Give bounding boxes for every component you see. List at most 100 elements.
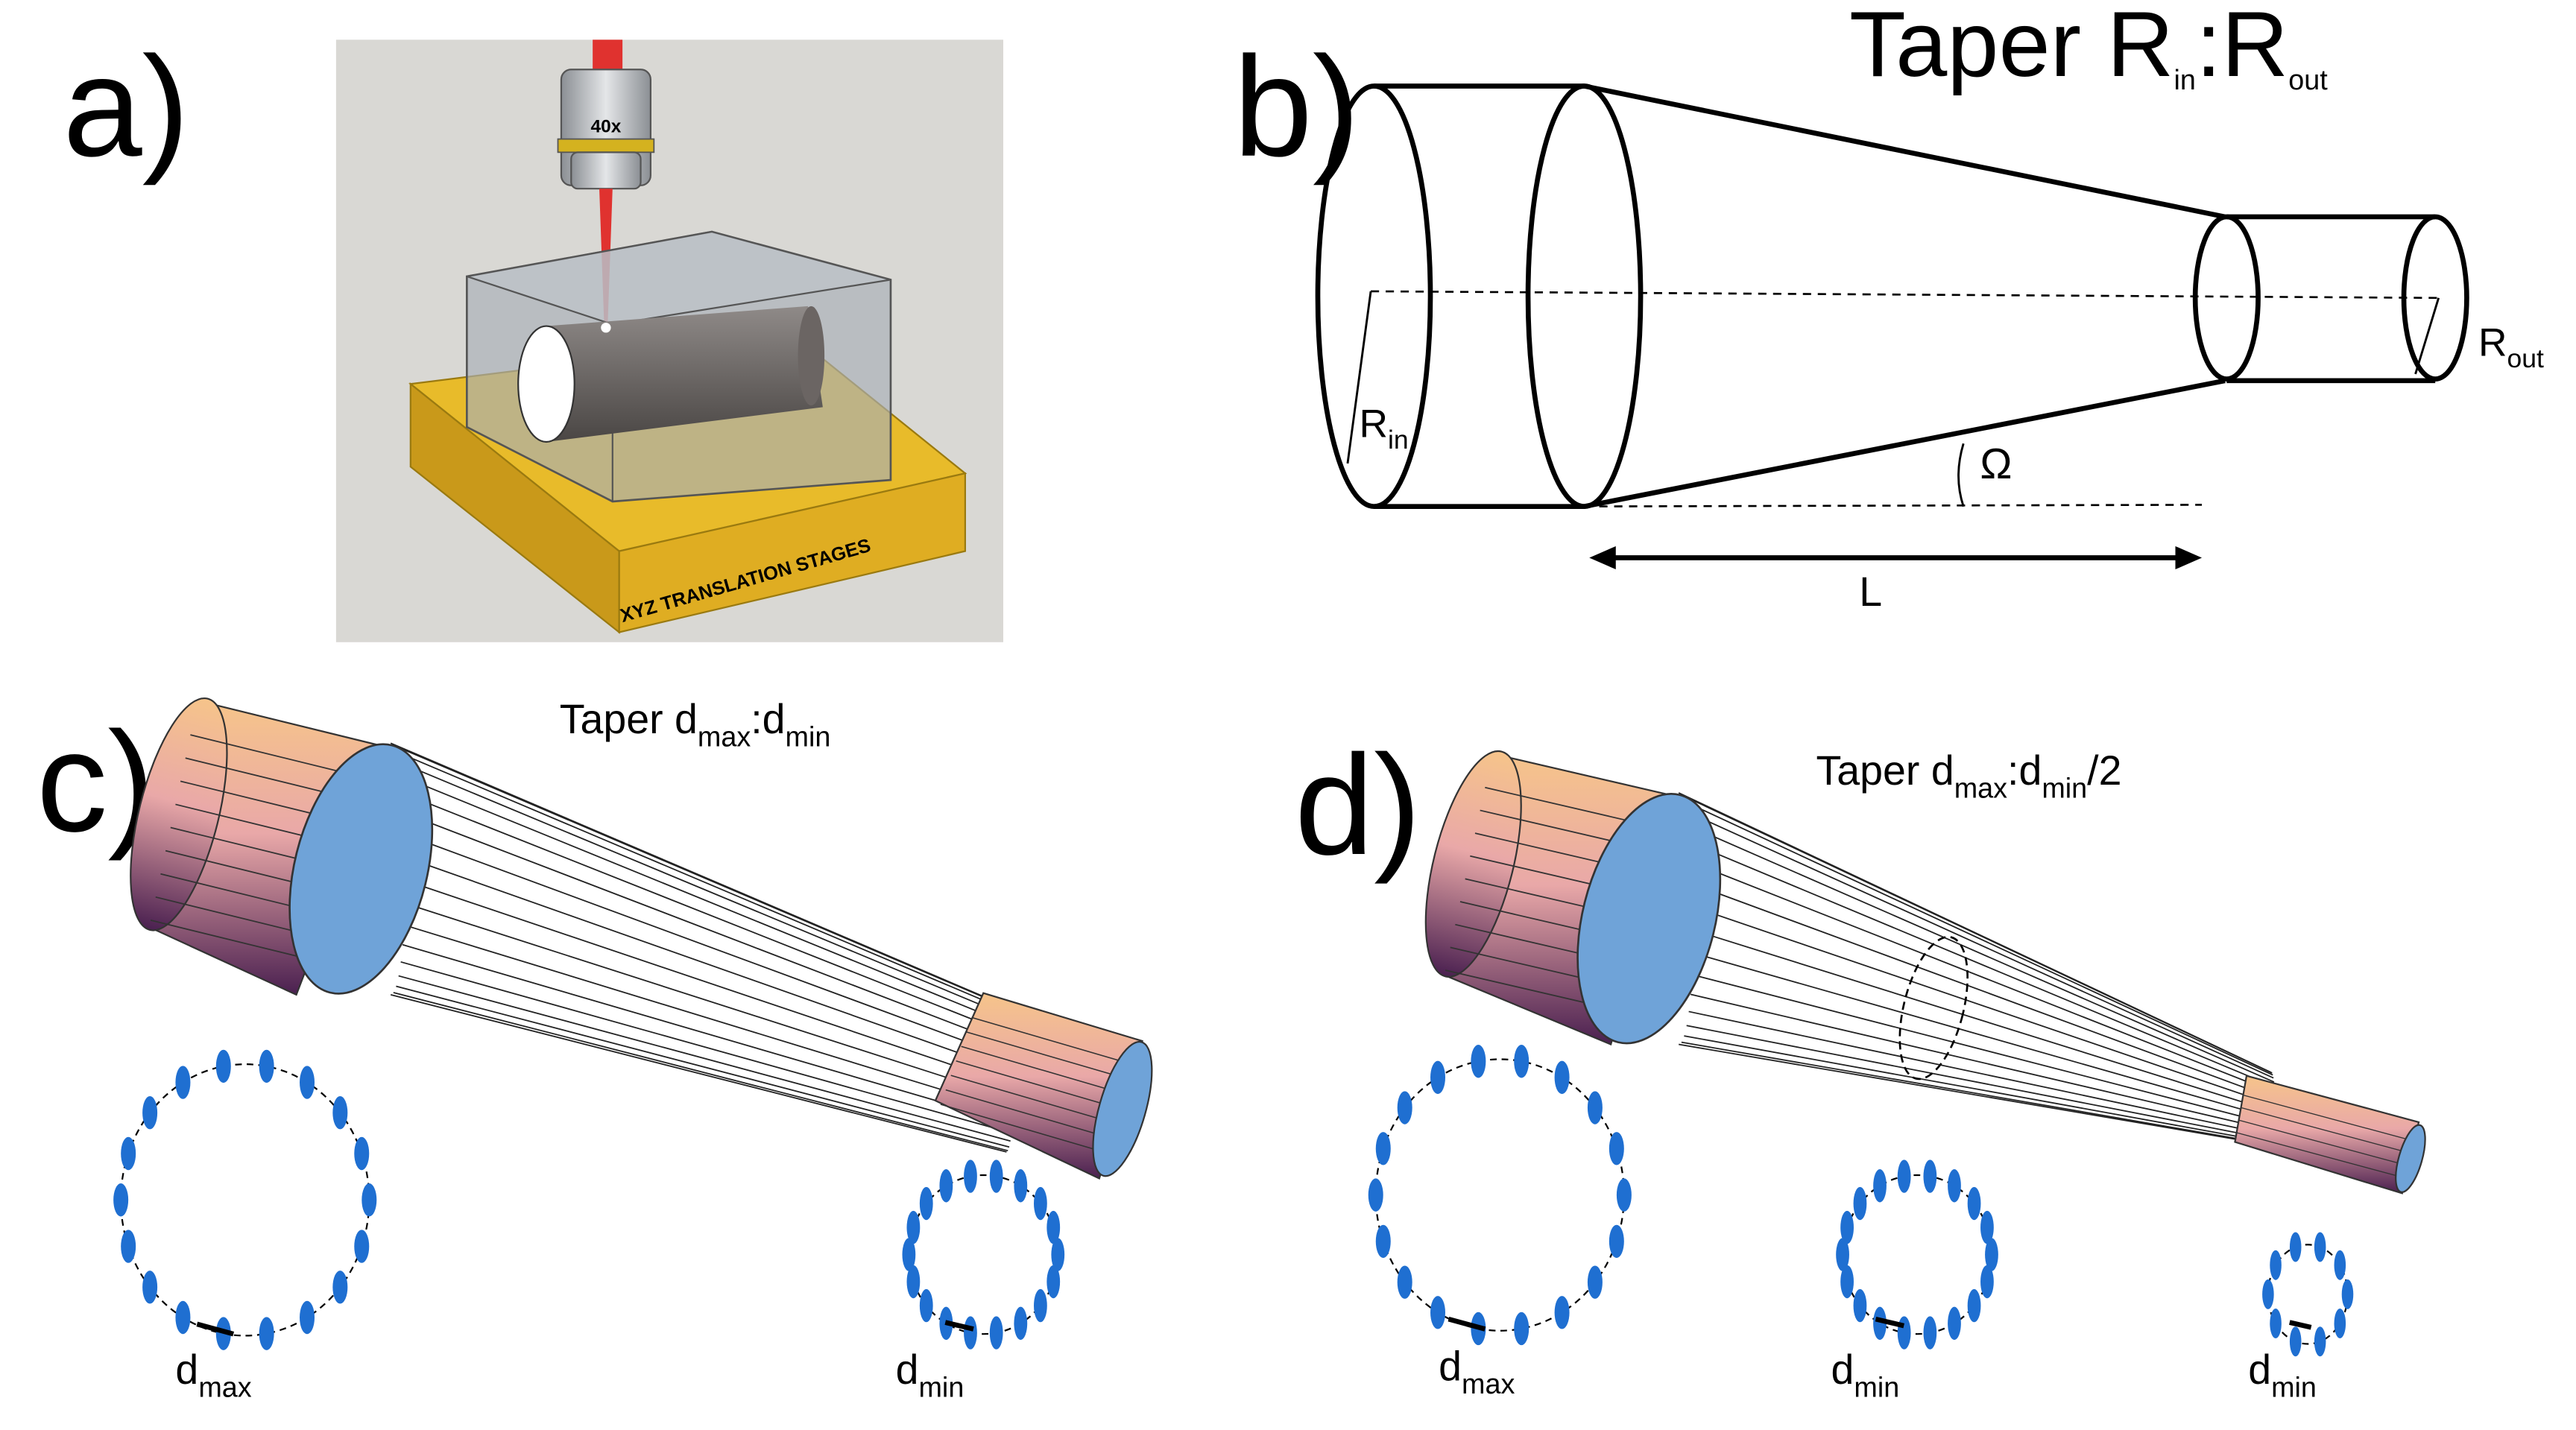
panel-b-title: Taper Rin:Rout [1849, 0, 2328, 96]
panel-b-label: b) [1234, 28, 1360, 186]
dot-ring-output-d [2262, 1232, 2354, 1357]
fiber-dot [1980, 1210, 1994, 1244]
fiber-dot [1923, 1159, 1937, 1193]
fiber-dot [1554, 1060, 1570, 1095]
fiber-dot [1897, 1316, 1911, 1350]
fiber-line [1684, 1035, 2273, 1144]
fiber-line [396, 750, 1010, 1012]
fiber-dot [142, 1271, 158, 1304]
fiber-dot [1375, 1132, 1391, 1165]
fiber-dot [1948, 1306, 1961, 1341]
fiber-line [405, 902, 1014, 1100]
fiber-line [405, 879, 1014, 1086]
fiber-dot [1034, 1288, 1047, 1323]
laser-beam-top [593, 39, 623, 73]
fiber-dot [113, 1183, 129, 1217]
panel-d-title: Taper dmax:dmin/2 [1816, 747, 2122, 804]
fiber-line [1681, 1041, 2273, 1146]
fiber-dot [175, 1300, 191, 1335]
fiber-dot [964, 1159, 977, 1193]
fiber-line [398, 761, 1011, 1018]
label-dmin-d-2: dmin [2248, 1347, 2317, 1403]
fiber-line [1693, 929, 2276, 1113]
fiber-line [1686, 1025, 2274, 1141]
fiber-line [1681, 794, 2273, 1074]
fiber-dot [1609, 1224, 1624, 1259]
fiber-dot [1587, 1265, 1603, 1299]
fiber-dot [1397, 1091, 1412, 1124]
fiber-dot [964, 1316, 977, 1350]
fiber-dot [1873, 1306, 1887, 1341]
fiber-dot [2314, 1326, 2326, 1357]
fiber-dot [332, 1095, 348, 1130]
cylinder-stripe [971, 1016, 1131, 1065]
fiber-dot [1430, 1060, 1446, 1095]
dmax-marker-c [196, 1321, 235, 1337]
dmin-marker-d-1 [1875, 1316, 1905, 1329]
panel-a-label: a) [63, 28, 189, 186]
ring-outline [120, 1063, 370, 1337]
fiber-dot [919, 1288, 933, 1323]
fiber-bundle-d [1424, 750, 2426, 1195]
fiber-dot [121, 1230, 136, 1263]
cylinder-stripe [940, 1104, 1100, 1151]
fiber-line [1688, 825, 2275, 1083]
fiber-line [402, 943, 1013, 1124]
fiber-dot [1616, 1178, 1632, 1212]
dot-ring-output-c [902, 1159, 1065, 1350]
fiber-line [1686, 811, 2274, 1079]
fiber-dot [1923, 1316, 1937, 1350]
fiber-dot [2334, 1309, 2346, 1339]
fiber-line [390, 993, 1007, 1153]
fiber-dot [2314, 1232, 2326, 1262]
fiber-line [398, 975, 1011, 1142]
dmin-marker-c [944, 1320, 974, 1332]
cylinder-stripe [2242, 1094, 2416, 1142]
cylinder-stripe [950, 1075, 1111, 1123]
fiber-dot [2334, 1250, 2346, 1280]
fiber-dot [1368, 1178, 1383, 1212]
dot-ring-input-c [113, 1049, 377, 1350]
fiber-bundle-c [130, 697, 1153, 1180]
dot-ring-middle-d [1836, 1159, 1998, 1350]
fiber-dot [2289, 1232, 2302, 1262]
inscribed-taper [517, 306, 825, 443]
fiber-dot [1853, 1288, 1867, 1323]
fiber-dot [989, 1316, 1003, 1350]
fiber-line [1693, 952, 2276, 1120]
fiber-dot [300, 1300, 315, 1335]
fiber-dot [1840, 1210, 1854, 1244]
fiber-dot [1853, 1186, 1867, 1221]
panel-b: b) Taper Rin:Rout Rin Rout Ω [1234, 0, 2544, 615]
panel-c: c) Taper dmax:dmin dmax dmin [37, 696, 1153, 1403]
cylinder-stripe [945, 1089, 1105, 1137]
fiber-dot [1014, 1169, 1028, 1203]
taper-outline [1315, 83, 2469, 509]
cylinder-stripe [961, 1045, 1121, 1094]
dot-ring-input-d [1368, 1045, 1632, 1346]
fiber-line [400, 961, 1012, 1134]
fiber-dot [1948, 1169, 1961, 1203]
panel-d-label: d) [1295, 726, 1421, 885]
fiber-dot [919, 1186, 933, 1221]
label-dmin-c: dmin [896, 1347, 965, 1403]
label-dmax-d: dmax [1439, 1343, 1515, 1399]
label-dmax-c: dmax [175, 1347, 251, 1403]
dmax-marker-d [1448, 1316, 1486, 1332]
cylinder-stripe [2241, 1107, 2414, 1155]
fiber-dot [1430, 1296, 1446, 1329]
fiber-dot [1836, 1238, 1849, 1271]
fiber-dot [1587, 1091, 1603, 1124]
fiber-dot [2270, 1250, 2282, 1280]
fiber-dot [1514, 1045, 1530, 1078]
fiber-line [1691, 861, 2276, 1094]
fiber-dot [1897, 1159, 1911, 1193]
fiber-dot [1967, 1288, 1981, 1323]
objective-lens: 40x [557, 69, 655, 190]
fiber-dot [1397, 1265, 1412, 1299]
fiber-line [1679, 1043, 2272, 1146]
length-arrow [1589, 545, 2203, 570]
fiber-dot [1840, 1265, 1854, 1299]
fiber-dot [300, 1066, 315, 1099]
fiber-line [393, 992, 1008, 1152]
